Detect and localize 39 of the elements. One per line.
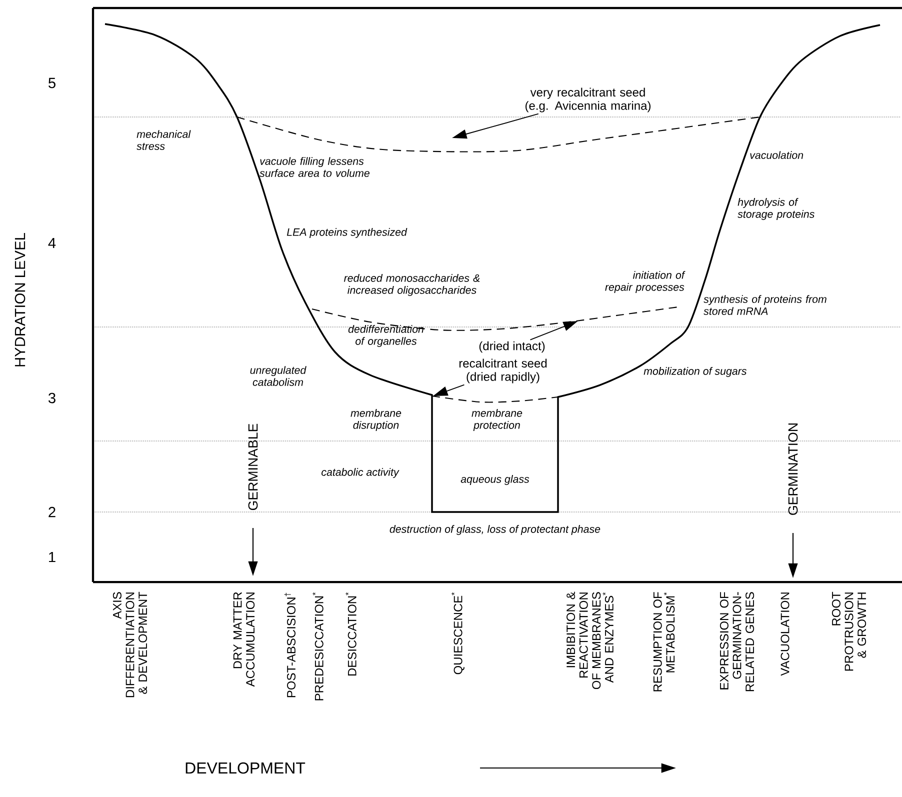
phase-label: GERMINATION (788, 424, 798, 515)
annotation: reduced monosaccharides & increased oligosaccharides (344, 274, 480, 296)
stage-label: VACUOLATION (780, 592, 790, 676)
annotation: vacuolation (750, 151, 804, 159)
annotation: vacuole filling lessens surface area to volume (260, 157, 370, 177)
callout-text: recalcitrant seed (dried rapidly) (459, 358, 547, 384)
tick-label: 2 (48, 506, 56, 518)
callout-text: (dried intact) (479, 341, 545, 353)
stage-label: QUIESCENCE$^{*}$ (452, 592, 464, 674)
annotation: aqueous glass (460, 475, 530, 485)
stage-label: EXPRESSION OF GERMINATION-RELATED GENES (720, 592, 754, 692)
stage-label: PREDESICCATION$^{*}$ (312, 592, 324, 700)
annotation: initiation of repair processes (605, 271, 686, 293)
annotation: unregulated catabolism (250, 366, 306, 386)
annotation: catabolic activity (322, 468, 400, 478)
annotation: mobilization of sugars (644, 367, 747, 377)
annotation: mechanical stress (136, 130, 191, 150)
annotation: hydrolysis of storage proteins (738, 198, 814, 220)
tick-label: 5 (48, 78, 56, 88)
stage-label: DESICCATION$^{*}$ (346, 592, 356, 676)
annotation: LEA proteins synthesized (286, 228, 408, 238)
stage-label: AXIS DIFFERENTIATION & DEVELOPMENT (112, 592, 148, 698)
axis-title: HYDRATION LEVEL (14, 233, 26, 366)
stage-label: POST-ABSCISION$^{†}$ (284, 592, 296, 698)
stage-label: ROOT PROTRUSION & GROWTH (832, 592, 866, 671)
tick-label: 4 (48, 238, 56, 248)
annotation: membrane disruption (350, 409, 402, 431)
annotation: synthesis of proteins from stored mRNA (704, 295, 826, 315)
annotation: membrane protection (472, 409, 522, 431)
callout-text: very recalcitrant seed (e.g. Avicennia marina) (526, 88, 650, 112)
phase-label: GERMINABLE (248, 424, 258, 510)
stage-label: IMBIBITION & REACTIVATION OF MEMBRANES AND ENZYMES$^{*}$ (566, 592, 614, 690)
stage-label: DRY MATTER ACCUMULATION (233, 592, 255, 687)
annotation: dedifferentiation of organelles (348, 325, 424, 347)
axis-title: DEVELOPMENT (186, 762, 306, 774)
annotation: destruction of glass, loss of protectant phase (390, 525, 600, 535)
stage-label: RESUMPTION OF METABOLISM$^{*}$ (653, 592, 675, 692)
tick-label: 3 (48, 392, 56, 404)
tick-label: 1 (49, 552, 56, 562)
